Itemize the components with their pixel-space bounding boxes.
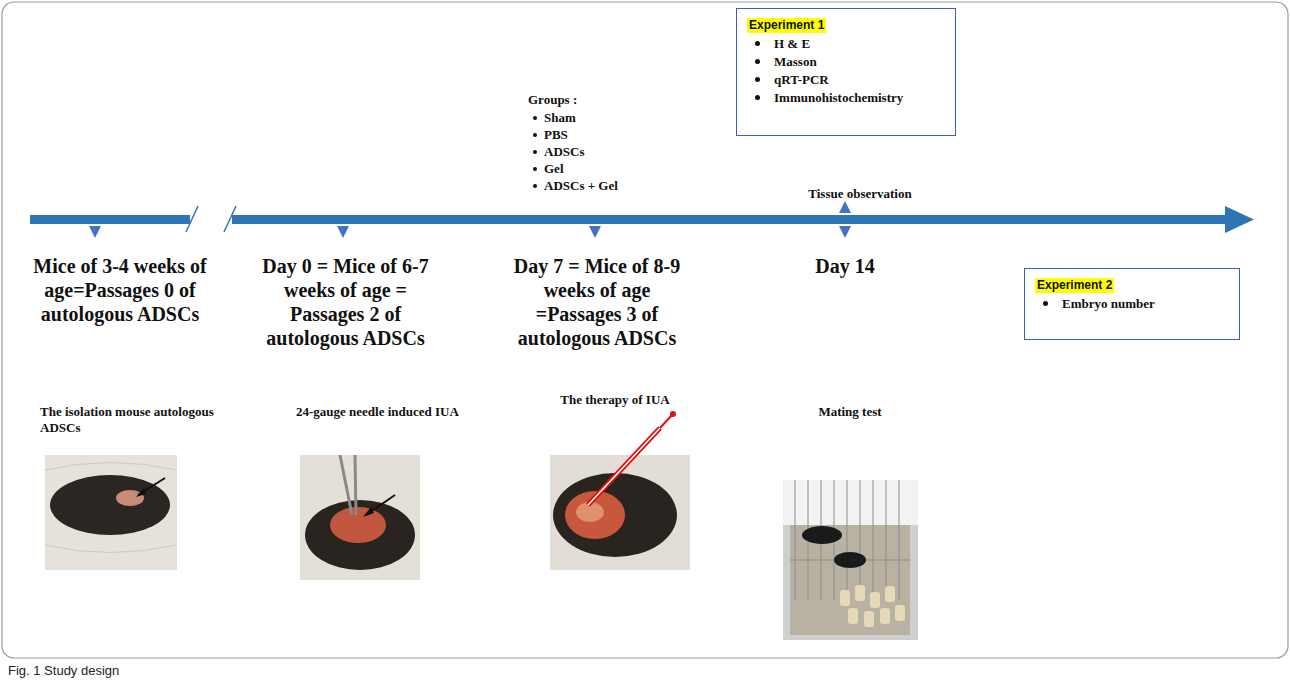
stage-label: Day 0 = Mice of 6-7 weeks of age = Passa… xyxy=(258,254,433,350)
group-item: Sham xyxy=(544,110,654,125)
experiment-box: Experiment 2 Embryo number xyxy=(1024,268,1240,340)
figure-frame xyxy=(2,2,1288,658)
stage-label: Day 14 xyxy=(775,254,915,278)
bullet-item: Embryo number xyxy=(1062,296,1155,311)
photo-iua-induction xyxy=(300,455,420,580)
stage-label: Day 7 = Mice of 8-9 weeks of age =Passag… xyxy=(508,254,686,350)
group-item: Gel xyxy=(544,161,654,176)
bullet-row: Immunohistochemistry xyxy=(747,90,945,105)
bullet-dot xyxy=(533,133,537,137)
text-label: Mating test xyxy=(780,404,920,420)
bullet-item: H & E xyxy=(774,36,810,51)
group-item: ADSCs + Gel xyxy=(544,178,654,193)
bullet-row: Embryo number xyxy=(1035,296,1229,311)
timeline-marker xyxy=(89,201,851,238)
bullet-item: Masson xyxy=(774,54,817,69)
bullet-row: qRT-PCR xyxy=(747,72,945,87)
text-label: Tissue observation xyxy=(790,186,930,201)
bullet-dot xyxy=(755,41,760,46)
photo-mating-cage xyxy=(783,480,918,640)
timeline-arrow xyxy=(30,206,1254,233)
bullet-item: qRT-PCR xyxy=(774,72,829,87)
text-label: The isolation mouse autologous ADSCs xyxy=(40,404,230,436)
group-item: PBS xyxy=(544,127,654,142)
experiment-title: Experiment 2 xyxy=(1035,278,1114,293)
bullet-dot xyxy=(533,150,537,154)
text-label: Groups : xyxy=(528,92,648,107)
bullet-row: Masson xyxy=(747,54,945,69)
text-label: 24-gauge needle induced IUA xyxy=(296,404,486,420)
bullet-item: Immunohistochemistry xyxy=(774,90,903,105)
bullet-dot xyxy=(1043,301,1048,306)
bullet-row: H & E xyxy=(747,36,945,51)
stage-label: Mice of 3-4 weeks of age=Passages 0 of a… xyxy=(30,254,210,326)
text-label: The therapy of IUA xyxy=(560,392,670,408)
bullet-dot xyxy=(755,59,760,64)
photo-isolation xyxy=(45,455,177,570)
bullet-dot xyxy=(533,184,537,188)
group-item: ADSCs xyxy=(544,144,654,159)
bullet-dot xyxy=(755,77,760,82)
photo-therapy xyxy=(550,411,690,570)
bullet-dot xyxy=(533,167,537,171)
experiment-title: Experiment 1 xyxy=(747,18,826,33)
bullet-dot xyxy=(755,95,760,100)
bullet-dot xyxy=(533,116,537,120)
figure-caption: Fig. 1 Study design xyxy=(8,663,119,679)
experiment-box: Experiment 1 H & E Masson qRT-PCR Immunohist… xyxy=(736,8,956,136)
